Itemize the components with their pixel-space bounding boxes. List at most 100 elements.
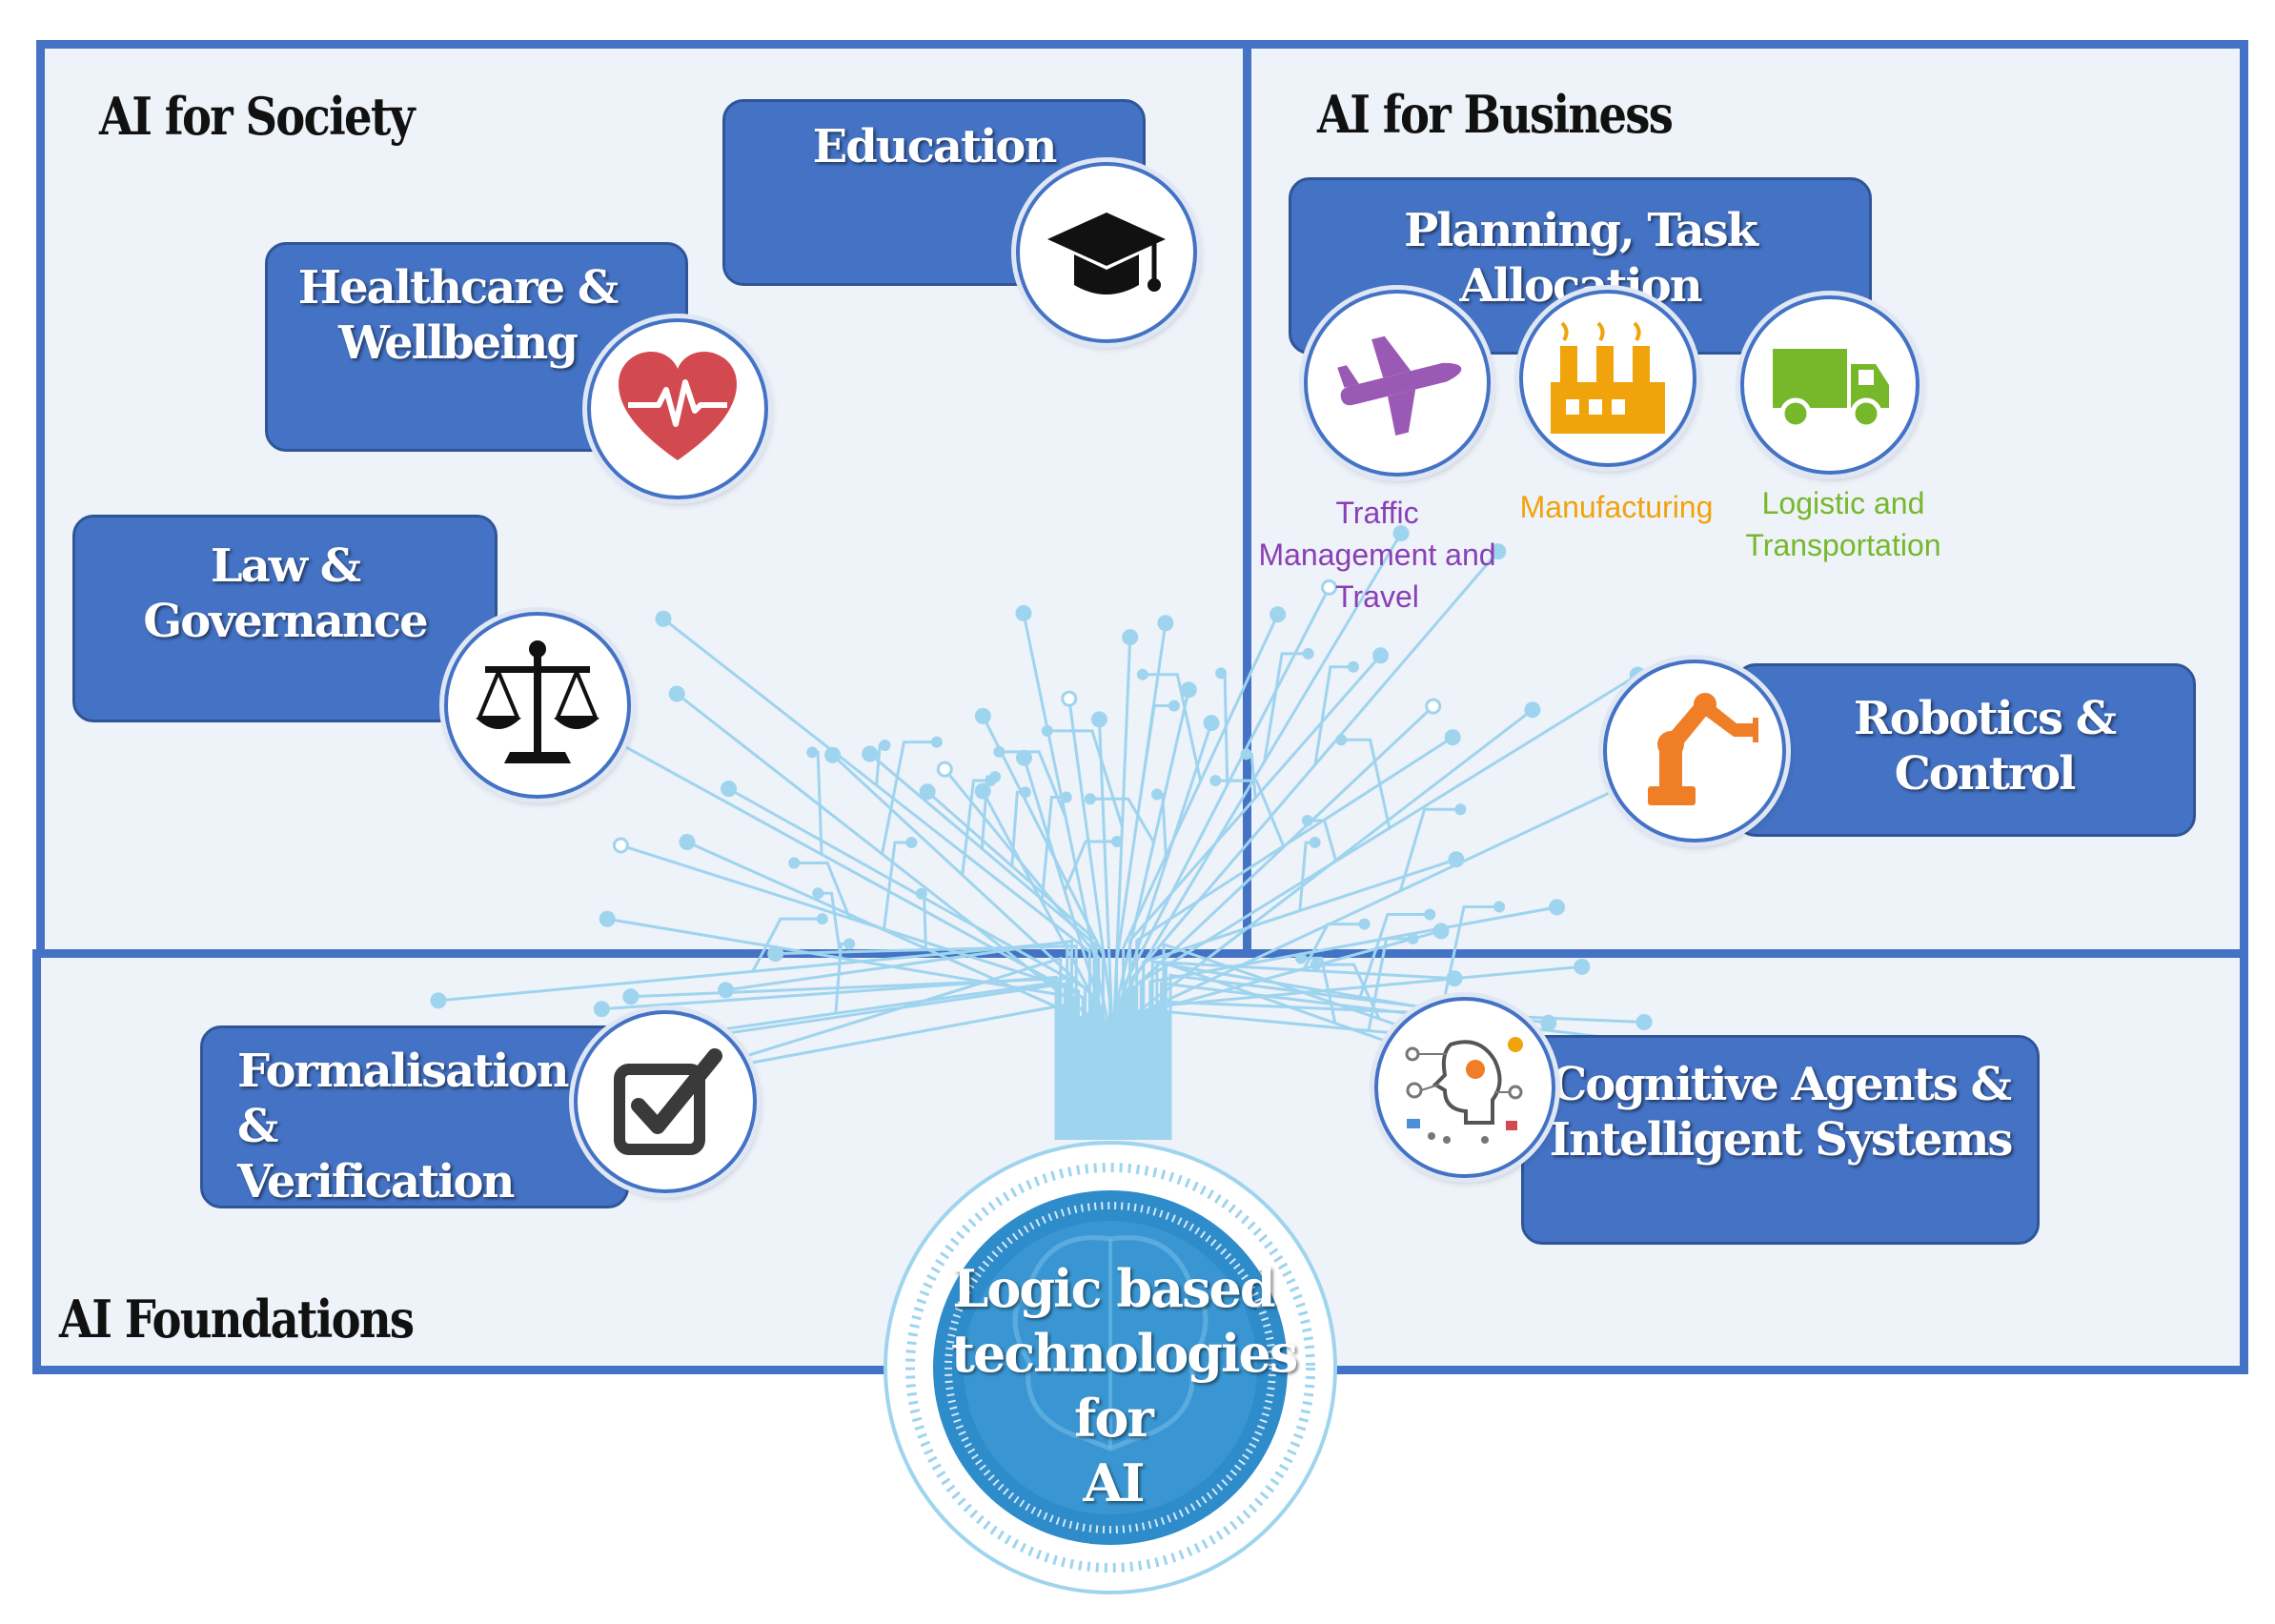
- circuit-node: [879, 740, 891, 752]
- circuit-node: [1358, 918, 1371, 930]
- cognitive-label-line2: Intelligent Systems: [1549, 1113, 2014, 1167]
- circuit-trace: [982, 715, 1105, 1140]
- circuit-trace: [1122, 614, 1280, 1140]
- circuit-trace: [1022, 613, 1109, 1140]
- circuit-node: [1444, 729, 1461, 746]
- circuit-node: [655, 610, 672, 627]
- circuit-node: [1490, 543, 1507, 560]
- logistic-transportation-label: Logistic and Transportation: [1725, 482, 1961, 566]
- circuit-node: [721, 781, 738, 798]
- law-governance-label: Law & Governance: [143, 539, 428, 648]
- circuit-node: [1493, 901, 1506, 913]
- cognitive-agents-card: Cognitive Agents & Intelligent Systems: [1521, 1035, 2040, 1245]
- circuit-trace: [1089, 797, 1155, 843]
- circuit-node: [1372, 647, 1390, 664]
- circuit-trace: [981, 790, 1103, 1140]
- healthcare-label-line1: Healthcare &: [297, 261, 620, 315]
- circuit-trace: [630, 976, 1071, 1140]
- circuit-trace: [1313, 665, 1353, 765]
- formalisation-label-line2: Verification: [237, 1155, 515, 1208]
- circuit-trace: [999, 750, 1067, 818]
- circuit-node: [1347, 660, 1359, 673]
- circuit-node: [679, 834, 696, 851]
- circuit-trace: [1142, 858, 1457, 1140]
- circuit-node: [1302, 647, 1314, 660]
- circuit-trace: [606, 917, 1076, 1140]
- circuit-node: [1524, 701, 1541, 719]
- traffic-label-line1: Traffic: [1335, 496, 1419, 530]
- circuit-trace: [1215, 779, 1286, 848]
- hub-line3: for: [1074, 1388, 1154, 1449]
- traffic-management-label: Traffic Management and Travel: [1239, 492, 1515, 618]
- circuit-node: [612, 837, 629, 854]
- circuit-node: [1136, 668, 1148, 680]
- circuit-trace: [1301, 956, 1337, 1024]
- circuit-trace: [1139, 673, 1639, 1140]
- formalisation-label-line1: Formalisation &: [237, 1045, 570, 1153]
- circuit-node: [788, 857, 801, 869]
- circuit-node: [1061, 690, 1078, 707]
- circuit-trace: [1139, 703, 1174, 793]
- robotics-control-card: Robotics & Control: [1735, 663, 2196, 837]
- circuit-node: [1015, 604, 1032, 621]
- circuit-node: [1122, 629, 1139, 646]
- circuit-node: [1310, 959, 1322, 971]
- circuit-node: [930, 736, 943, 748]
- circuit-trace: [1135, 736, 1453, 1140]
- circuit-node: [430, 992, 447, 1009]
- manufacturing-label-line1: Manufacturing: [1519, 490, 1714, 524]
- circuit-node: [1180, 681, 1197, 699]
- circuit-node: [1041, 724, 1053, 737]
- circuit-trace: [794, 862, 851, 919]
- circuit-node: [1454, 803, 1467, 816]
- circuit-node: [816, 913, 828, 925]
- heart-rate-icon: [587, 318, 768, 499]
- circuit-node: [622, 988, 640, 1005]
- circuit-node: [599, 910, 616, 927]
- circuit-node: [989, 771, 1002, 783]
- circuit-node: [1215, 667, 1228, 680]
- airplane-icon: [1304, 290, 1491, 477]
- circuit-node: [974, 782, 991, 800]
- circuit-trace: [1128, 654, 1382, 1140]
- circuit-node: [993, 745, 1005, 758]
- circuit-trace: [686, 841, 1083, 1140]
- circuit-trace: [620, 843, 1081, 1140]
- circuit-trace: [1160, 982, 1720, 1140]
- traffic-label-line2: Management and: [1258, 538, 1496, 572]
- circuit-trace: [725, 939, 1073, 1140]
- section-title-society: AI for Society: [99, 86, 416, 147]
- circuit-node: [718, 982, 735, 999]
- circuit-trace: [1046, 729, 1124, 827]
- logic-hub-graphic: [884, 1141, 1337, 1594]
- circuit-trace: [1124, 586, 1330, 1140]
- circuit-trace: [751, 917, 823, 972]
- hub-line4: AI: [1083, 1452, 1145, 1513]
- robotics-label: Robotics & Control: [1853, 692, 2117, 801]
- circuit-node: [668, 685, 685, 702]
- circuit-trace: [1132, 705, 1434, 1140]
- graduation-cap-icon: [1016, 162, 1197, 343]
- circuit-node: [1549, 899, 1566, 916]
- circuit-trace: [1148, 905, 1557, 1140]
- circuit-node: [1090, 711, 1107, 728]
- circuit-node: [812, 887, 824, 900]
- circuit-node: [1203, 715, 1220, 732]
- circuit-node: [1425, 698, 1442, 715]
- circuit-node: [905, 836, 918, 848]
- circuit-node: [1209, 775, 1222, 787]
- circuit-node: [1111, 836, 1124, 848]
- circuit-node: [1270, 606, 1287, 623]
- circuit-trace: [437, 941, 1069, 1140]
- circuit-node: [806, 746, 819, 759]
- circuit-node: [1240, 748, 1252, 761]
- circuit-trace: [662, 618, 1091, 1140]
- circuit-node: [824, 746, 842, 763]
- circuit-trace: [1398, 807, 1461, 892]
- circuit-node: [1084, 793, 1096, 805]
- truck-icon: [1740, 295, 1920, 475]
- brain-network-icon: [1374, 997, 1555, 1178]
- section-title-foundations: AI Foundations: [59, 1289, 415, 1350]
- circuit-node: [862, 745, 879, 762]
